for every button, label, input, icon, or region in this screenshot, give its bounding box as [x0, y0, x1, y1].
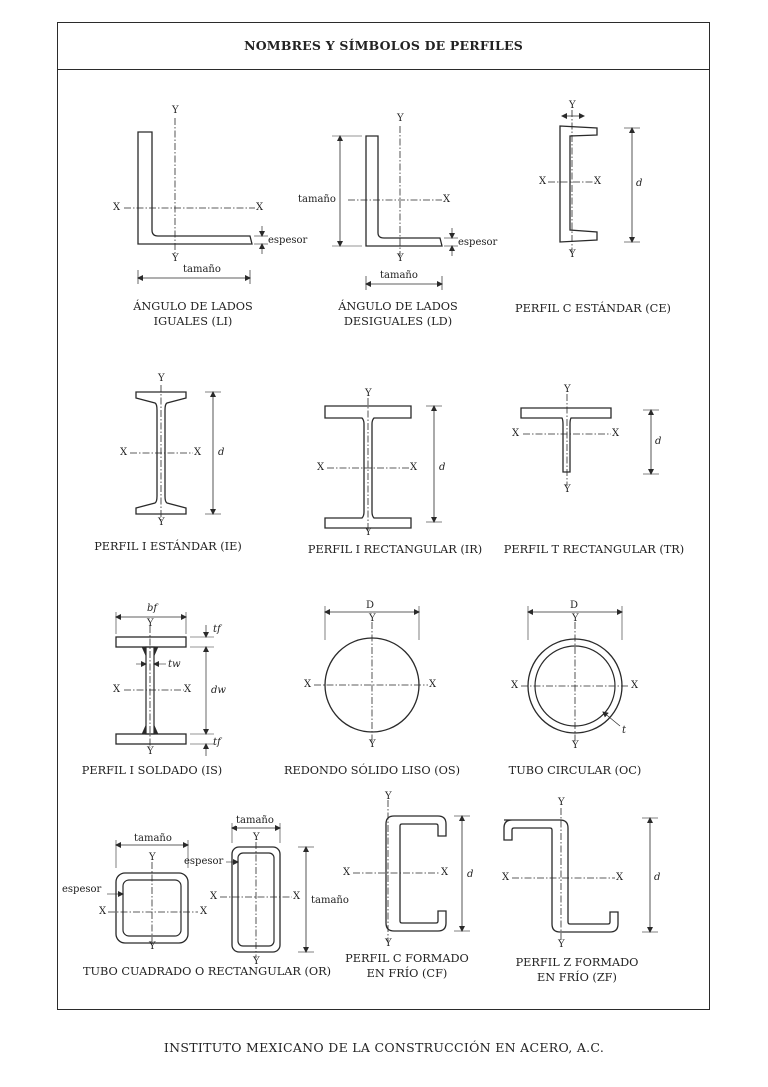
ie-x-axis-label: X [120, 447, 128, 458]
ld-thickness-label: espesor [458, 237, 498, 248]
oc-x-axis-label: X [511, 680, 519, 691]
is-caption: PERFIL I SOLDADO (IS) [81, 764, 223, 777]
ie-caption: PERFIL I ESTÁNDAR (IE) [94, 540, 242, 553]
sheet-frame [57, 22, 710, 1010]
cf-x-axis-label-right: X [441, 867, 449, 878]
ir-x-axis-label: X [317, 462, 325, 473]
ld-y-axis-label-bottom: Y [397, 253, 404, 264]
is-y-axis-label-bottom: Y [147, 746, 154, 757]
or-rect-y-axis-label: Y [253, 832, 260, 843]
is-web-depth-label: dw [211, 685, 226, 696]
os-x-axis-label: X [304, 679, 312, 690]
os-diameter-label: D [366, 600, 375, 611]
is-web-thickness-label: tw [168, 659, 181, 670]
oc-y-axis-label: Y [572, 613, 579, 624]
is-x-axis-label-right: X [184, 684, 192, 695]
li-y-axis-label: Y [172, 105, 179, 116]
ir-y-axis-label-bottom: Y [365, 527, 372, 538]
or-thickness-b-label: espesor [184, 856, 224, 867]
ce-caption: PERFIL C ESTÁNDAR (CE) [515, 302, 671, 315]
ld-size-a-label: tamaño [298, 194, 336, 205]
tr-x-axis-label: X [512, 428, 520, 439]
ce-depth-label: d [636, 178, 643, 189]
footer-institution: INSTITUTO MEXICANO DE LA CONSTRUCCIÓN EN… [163, 1040, 605, 1055]
is-flange-thickness-label-bottom: tf [213, 737, 221, 748]
or-sq-y-axis-label-bottom: Y [149, 941, 156, 952]
li-x-axis-label-right: X [256, 202, 264, 213]
ir-caption: PERFIL I RECTANGULAR (IR) [307, 543, 483, 556]
ie-x-axis-label-right: X [194, 447, 202, 458]
li-y-axis-label-bottom: Y [172, 253, 179, 264]
or-caption: TUBO CUADRADO O RECTANGULAR (OR) [82, 965, 332, 978]
or-sq-y-axis-label: Y [149, 852, 156, 863]
li-thickness-label: espesor [268, 235, 308, 246]
tr-depth-label: d [655, 436, 662, 447]
ld-x-axis-label: X [443, 194, 451, 205]
oc-x-axis-label-right: X [631, 680, 639, 691]
tr-caption: PERFIL T RECTANGULAR (TR) [503, 543, 685, 556]
ir-x-axis-label-right: X [410, 462, 418, 473]
is-flange-width-label: bf [147, 603, 158, 614]
or-rect-y-axis-label-bottom: Y [253, 956, 260, 967]
is-flange-thickness-label: tf [213, 624, 221, 635]
oc-caption: TUBO CIRCULAR (OC) [508, 764, 642, 777]
or-thickness-a-label: espesor [62, 884, 102, 895]
or-size-c-label: tamaño [311, 895, 349, 906]
sheet-title: NOMBRES Y SÍMBOLOS DE PERFILES [57, 22, 710, 70]
ie-y-axis-label-bottom: Y [158, 517, 165, 528]
ie-depth-label: d [218, 447, 225, 458]
ie-y-axis-label: Y [158, 373, 165, 384]
ce-y-axis-label-bottom: Y [569, 249, 576, 260]
is-x-axis-label: X [113, 684, 121, 695]
ir-y-axis-label: Y [365, 388, 372, 399]
or-sq-x-axis-label: X [99, 906, 107, 917]
is-y-axis-label: Y [147, 618, 154, 629]
zf-y-axis-label: Y [558, 797, 565, 808]
tr-x-axis-label-right: X [612, 428, 620, 439]
ce-x-axis-label-right: X [594, 176, 602, 187]
oc-y-axis-label-bottom: Y [572, 740, 579, 751]
ir-depth-label: d [439, 462, 446, 473]
cf-y-axis-label: Y [385, 791, 392, 802]
or-sq-x-axis-label-right: X [200, 906, 208, 917]
os-x-axis-label-right: X [429, 679, 437, 690]
cf-y-axis-label-bottom: Y [385, 938, 392, 949]
ld-size-b-label: tamaño [380, 270, 418, 281]
ce-x-axis-label: X [539, 176, 547, 187]
ld-y-axis-label: Y [397, 113, 404, 124]
li-x-axis-label: X [113, 202, 121, 213]
cf-depth-label: d [467, 869, 474, 880]
zf-y-axis-label-bottom: Y [558, 939, 565, 950]
tr-y-axis-label-bottom: Y [564, 484, 571, 495]
ce-y-axis-label: Y [569, 100, 576, 111]
zf-x-axis-label-right: X [616, 872, 624, 883]
zf-x-axis-label: X [502, 872, 510, 883]
cf-x-axis-label: X [343, 867, 351, 878]
zf-depth-label: d [654, 872, 661, 883]
oc-wall-label: t [622, 725, 627, 736]
os-y-axis-label: Y [369, 613, 376, 624]
or-rect-x-axis-label: X [210, 891, 218, 902]
or-rect-x-axis-label-right: X [293, 891, 301, 902]
os-y-axis-label-bottom: Y [369, 739, 376, 750]
os-caption: REDONDO SÓLIDO LISO (OS) [283, 764, 461, 777]
li-size-label: tamaño [183, 264, 221, 275]
tr-y-axis-label: Y [564, 384, 571, 395]
oc-diameter-label: D [570, 600, 579, 611]
or-size-a-label: tamaño [134, 833, 172, 844]
or-size-b-label: tamaño [236, 815, 274, 826]
